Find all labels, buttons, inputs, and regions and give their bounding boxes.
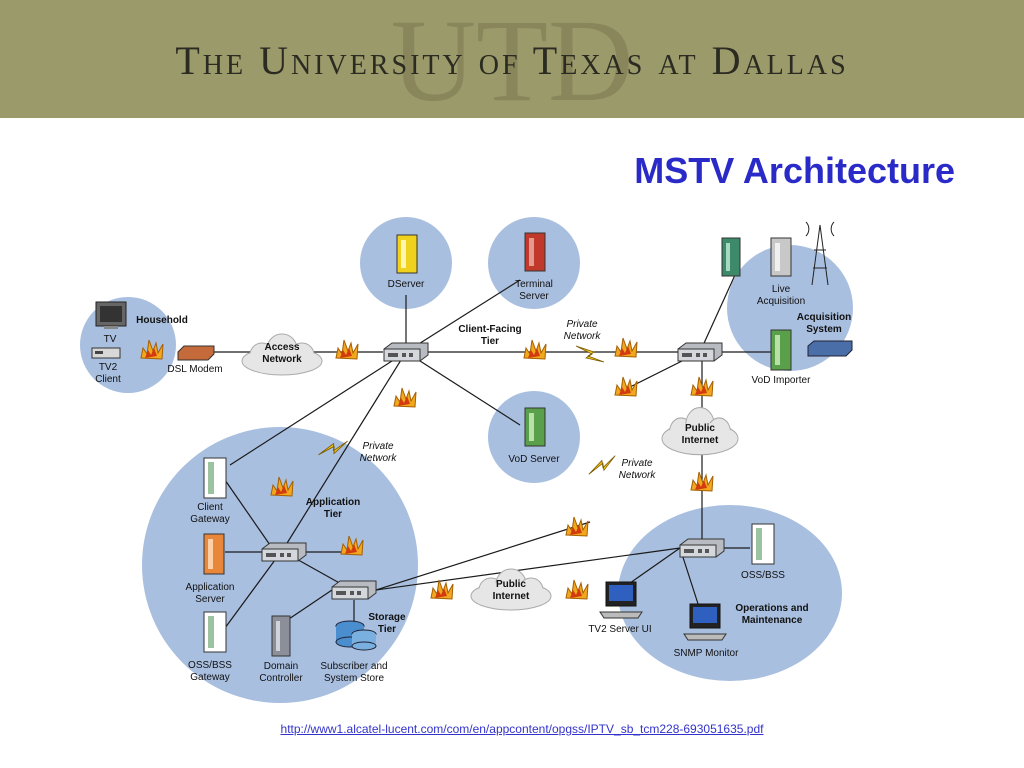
tv-icon bbox=[95, 301, 127, 329]
lightning-bolt-icon bbox=[575, 345, 605, 363]
dsl-modem-label: DSL Modem bbox=[167, 364, 222, 375]
firewall-icon bbox=[335, 339, 359, 360]
firewall-icon bbox=[614, 376, 638, 397]
application-switch-icon bbox=[261, 542, 307, 562]
oss-bss-gateway-icon bbox=[203, 611, 227, 653]
dserver-label: DServer bbox=[388, 279, 425, 290]
application-server-icon bbox=[203, 533, 225, 575]
dsl-modem-icon bbox=[177, 345, 215, 361]
storage-switch-icon bbox=[331, 580, 377, 600]
vod-server-icon bbox=[524, 407, 546, 447]
acquisition-zone bbox=[727, 245, 853, 371]
slide-title: MSTV Architecture bbox=[634, 150, 955, 191]
acquisition-server-icon bbox=[721, 237, 741, 277]
firewall-icon bbox=[614, 337, 638, 358]
snmp-monitor-icon bbox=[683, 603, 727, 641]
utd-watermark: UTD bbox=[391, 0, 634, 118]
snmp-monitor-label: SNMP Monitor bbox=[674, 648, 740, 659]
banner-art: UTD The University of Texas at Dallas bbox=[175, 0, 848, 118]
database-icon bbox=[335, 620, 377, 651]
household-title: Household bbox=[136, 315, 188, 326]
tv2-client-icon bbox=[91, 347, 121, 359]
source-link[interactable]: http://www1.alcatel-lucent.com/com/en/ap… bbox=[280, 722, 764, 736]
vod-server-label: VoD Server bbox=[508, 454, 560, 465]
firewall-icon bbox=[565, 516, 589, 537]
acquisition-switch-icon bbox=[677, 342, 723, 362]
operations-switch-icon bbox=[679, 538, 725, 558]
vod-importer-icon bbox=[770, 329, 792, 371]
tv2-server-ui-icon bbox=[599, 581, 643, 619]
zones bbox=[80, 217, 853, 703]
oss-bss-icon bbox=[751, 523, 775, 565]
tv-label: TV bbox=[104, 334, 117, 345]
lightning-bolt-icon bbox=[588, 448, 616, 482]
domain-controller-icon bbox=[271, 615, 291, 657]
live-acquisition-icon bbox=[770, 237, 792, 277]
terminal-server-icon bbox=[524, 232, 546, 272]
university-banner: UTD The University of Texas at Dallas bbox=[0, 0, 1024, 118]
university-name: The University of Texas at Dallas bbox=[175, 38, 848, 83]
dserver-icon bbox=[396, 234, 418, 274]
client-gateway-icon bbox=[203, 457, 227, 499]
firewall-icon bbox=[523, 339, 547, 360]
firewall-icon bbox=[565, 579, 589, 600]
firewall-icon bbox=[430, 579, 454, 600]
antenna-icon bbox=[805, 221, 835, 286]
satellite-receiver-icon bbox=[807, 340, 853, 357]
firewall-icon bbox=[393, 387, 417, 408]
tv2-server-ui-label: TV2 Server UI bbox=[588, 624, 651, 635]
client-facing-switch-icon bbox=[383, 342, 429, 362]
vod-importer-label: VoD Importer bbox=[752, 375, 812, 386]
oss-bss-label: OSS/BSS bbox=[741, 570, 785, 581]
